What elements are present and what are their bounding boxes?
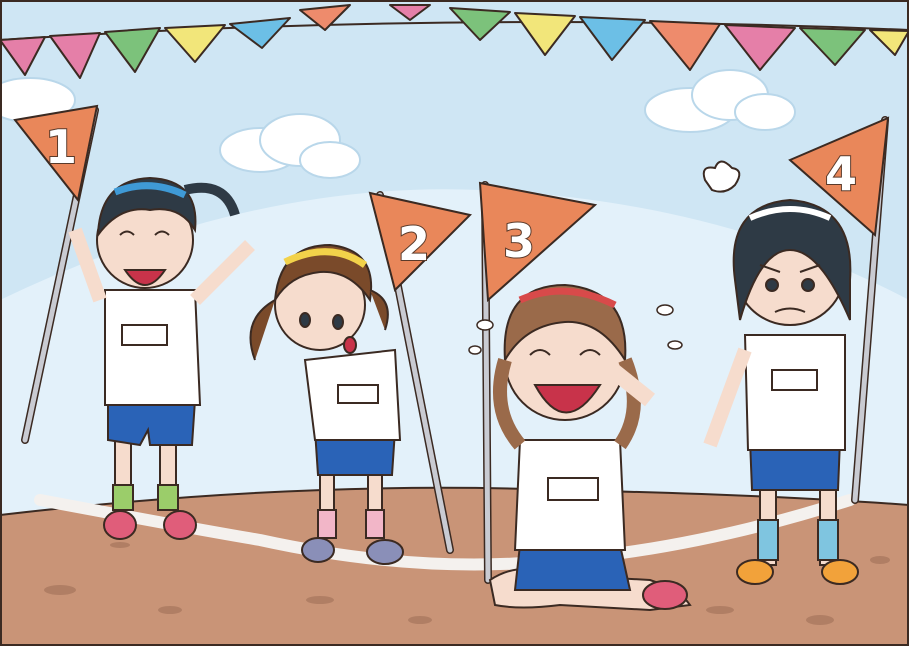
flag-pole-1: 1 (13, 104, 99, 444)
bunting (0, 4, 909, 79)
cloud-right (644, 69, 796, 133)
ground-speckles (44, 542, 890, 625)
anger-puff (702, 160, 741, 193)
girl-2-worried (249, 243, 404, 565)
flag-4 (788, 116, 890, 238)
flag-pole-3: 3 (478, 181, 598, 584)
flag-pole-4: 4 (788, 116, 890, 504)
flag-1-number: 1 (45, 120, 77, 174)
girl-4-frustrated (702, 160, 859, 585)
flag-1 (13, 104, 99, 203)
flag-4-number: 4 (825, 147, 857, 201)
girl-1-cheering (68, 176, 255, 540)
flag-3-number: 3 (503, 214, 535, 268)
girl-3-crying (488, 283, 692, 612)
flag-2 (368, 191, 472, 292)
tear-drops (468, 304, 683, 355)
flag-2-number: 2 (398, 217, 430, 271)
cloud-left (0, 77, 361, 179)
flag-pole-2: 2 (368, 191, 472, 554)
flag-3 (478, 181, 598, 303)
